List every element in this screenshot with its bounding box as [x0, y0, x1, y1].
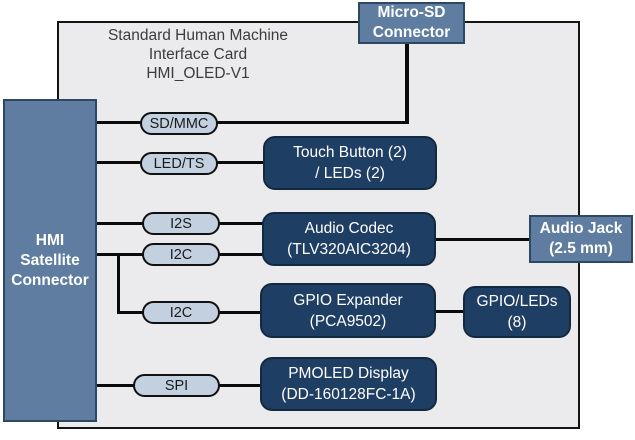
card-title-line3: HMI_OLED-V1	[146, 65, 250, 82]
wire-spi-to-pmoled	[218, 384, 262, 387]
bus-pill-i2c-gpio-label: I2C	[169, 304, 193, 321]
hmi-connector-line2: Satellite	[20, 251, 80, 269]
wire-hmi-to-i2s	[97, 222, 144, 225]
block-pmoled-line1: PMOLED Display	[288, 365, 409, 382]
bus-pill-sdmmc: SD/MMC	[140, 112, 218, 135]
micro-sd-connector-block: Micro-SD Connector	[358, 2, 465, 44]
block-gpio-expander-line2: (PCA9502)	[309, 312, 387, 330]
bus-pill-i2c-codec-label: I2C	[169, 246, 193, 263]
card-title: Standard Human Machine Interface Card HM…	[83, 26, 313, 83]
wire-i2c-branch-v	[117, 253, 120, 314]
wire-i2c2-to-gpioexp	[218, 311, 262, 314]
wire-codec-to-audiojack	[434, 238, 530, 241]
card-title-line1: Standard Human Machine	[107, 27, 289, 44]
card-title-line2: Interface Card	[148, 46, 248, 63]
micro-sd-line1: Micro-SD	[377, 4, 446, 21]
hmi-connector-line3: Connector	[11, 271, 89, 289]
block-touch-line1: Touch Button (2)	[293, 144, 407, 161]
bus-pill-i2c-codec: I2C	[142, 243, 220, 266]
wire-hmi-to-ledts	[97, 161, 142, 164]
bus-pill-sdmmc-label: SD/MMC	[149, 115, 209, 132]
hmi-satellite-connector-block: HMI Satellite Connector	[3, 99, 97, 422]
block-gpio-leds: GPIO/LEDs (8)	[463, 286, 571, 338]
wire-i2c1-to-codec	[218, 253, 264, 256]
bus-pill-ledts-label: LED/TS	[153, 155, 205, 172]
wire-hmi-to-i2c1	[97, 253, 144, 256]
audio-jack-line2: (2.5 mm)	[549, 240, 613, 257]
block-pmoled-display: PMOLED Display (DD-160128FC-1A)	[260, 357, 437, 411]
bus-pill-ledts: LED/TS	[140, 152, 218, 175]
wire-sdmmc-to-microsd-v	[405, 42, 409, 124]
bus-pill-spi: SPI	[133, 374, 220, 397]
block-pmoled-line2: (DD-160128FC-1A)	[281, 386, 416, 403]
block-gpio-leds-line2: (8)	[507, 314, 527, 331]
audio-jack-block: Audio Jack (2.5 mm)	[529, 215, 633, 263]
wire-i2s-to-codec	[218, 222, 264, 225]
bus-pill-i2s: I2S	[142, 212, 220, 235]
micro-sd-line2: Connector	[372, 24, 451, 41]
hmi-connector-line1: HMI	[35, 231, 65, 249]
wire-sdmmc-to-microsd-h	[216, 121, 409, 124]
block-gpio-expander-line1: GPIO Expander	[293, 291, 403, 309]
wire-hmi-to-spi	[97, 384, 135, 387]
block-touch-buttons-leds: Touch Button (2) / LEDs (2)	[263, 136, 437, 190]
wire-ledts-to-touch	[216, 161, 265, 164]
bus-pill-spi-label: SPI	[164, 377, 189, 394]
wire-branch-to-i2c2	[117, 311, 144, 314]
block-gpio-leds-line1: GPIO/LEDs	[476, 293, 558, 310]
block-gpio-expander: GPIO Expander (PCA9502)	[260, 283, 436, 338]
block-audio-codec: Audio Codec (TLV320AIC3204)	[262, 212, 436, 266]
block-audio-codec-line1: Audio Codec	[304, 220, 394, 237]
block-touch-line2: / LEDs (2)	[315, 165, 385, 182]
block-audio-codec-line2: (TLV320AIC3204)	[287, 241, 411, 258]
audio-jack-line1: Audio Jack	[539, 220, 623, 237]
wire-gpioexp-to-gpioleds	[434, 310, 465, 313]
wire-hmi-to-sdmmc	[97, 121, 142, 124]
bus-pill-i2c-gpio: I2C	[142, 301, 220, 324]
bus-pill-i2s-label: I2S	[170, 215, 192, 232]
